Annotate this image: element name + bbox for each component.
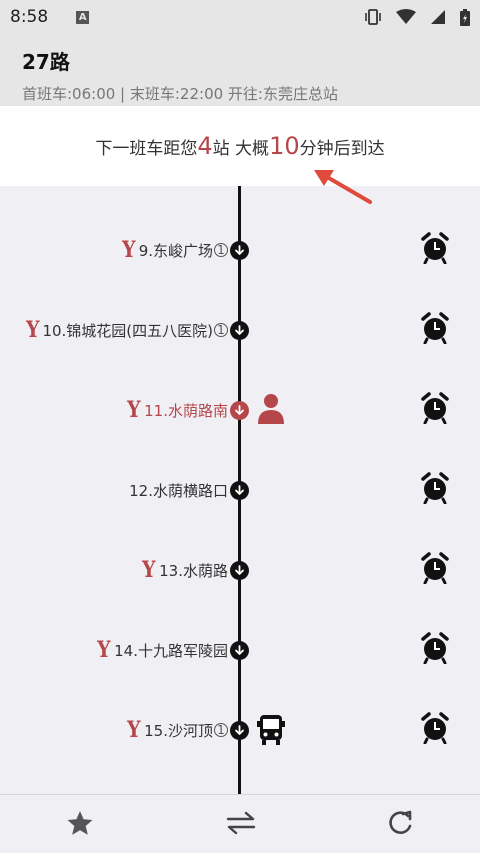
metro-icon: Y [122,237,136,263]
alarm-clock-icon[interactable] [420,392,450,428]
alarm-clock-icon[interactable] [420,312,450,348]
stop-name: 14.十九路军陵园 [114,641,228,660]
stop-name: 10.锦城花园(四五八医院) [42,321,213,340]
banner-middle: 站 大概 [212,138,270,159]
stop-row[interactable]: 12.水荫横路口 [0,470,480,510]
status-time: 8:58 [10,7,49,27]
stop-node-icon [230,241,249,260]
stop-node-icon [230,401,249,420]
vibrate-icon [365,9,381,25]
stop-node-icon [230,561,249,580]
metro-icon: Y [127,717,141,743]
pointer-arrow-icon [314,170,372,204]
metro-icon: Y [97,637,111,663]
banner-prefix: 下一班车距您 [95,138,198,159]
stop-node-icon [230,721,249,740]
stop-node-icon [230,641,249,660]
stop-name: 9.东峻广场 [138,241,213,260]
alarm-clock-icon[interactable] [420,632,450,668]
stop-name: 12.水荫横路口 [129,481,228,500]
transfer-badge: 1 [214,323,228,337]
alarm-clock-icon[interactable] [420,712,450,748]
notification-icon: A [76,10,90,24]
metro-icon: Y [127,397,141,423]
stop-node-icon [230,321,249,340]
metro-icon: Y [25,317,40,343]
bottom-tab-bar [0,794,480,853]
minutes-count: 10 [269,132,300,160]
stop-name: 13.水荫路 [159,561,228,580]
bus-icon [257,714,285,750]
refresh-icon[interactable] [386,809,414,837]
swap-icon[interactable] [226,809,256,837]
alarm-clock-icon[interactable] [420,232,450,268]
route-title: 27路 [22,50,70,74]
wifi-icon [396,9,416,24]
route-header: 27路 首班车:06:00 | 末班车:22:00 开往:东莞庄总站 [0,34,480,106]
stops-away-count: 4 [197,132,213,160]
alarm-clock-icon[interactable] [420,472,450,508]
stop-name: 15.沙河顶 [144,721,213,740]
transfer-badge: 1 [214,723,228,737]
stop-name: 11.水荫路南 [144,401,228,420]
signal-icon [431,10,445,24]
stop-node-icon [230,481,249,500]
route-schedule-info: 首班车:06:00 | 末班车:22:00 开往:东莞庄总站 [22,85,338,103]
transfer-badge: 1 [214,243,228,257]
alarm-clock-icon[interactable] [420,552,450,588]
stop-label[interactable]: 12.水荫横路口 [129,470,228,510]
person-icon [256,392,286,430]
status-bar: 8:58 A [0,0,480,34]
arrival-banner: 下一班车距您 4 站 大概 10 分钟后到达 [0,106,480,204]
banner-suffix: 分钟后到达 [299,138,385,159]
battery-icon [460,8,470,26]
alarm-clock-icon [423,186,447,190]
metro-icon: Y [142,557,156,583]
star-icon[interactable] [66,809,94,837]
